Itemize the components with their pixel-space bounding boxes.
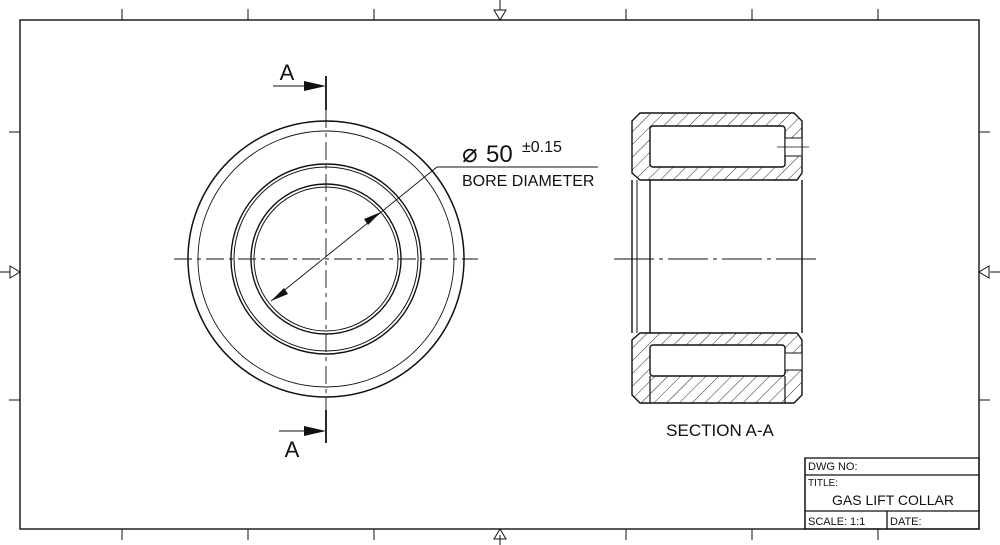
section-view: SECTION A-A <box>614 112 818 440</box>
front-view <box>174 78 478 440</box>
diameter-label: BORE DIAMETER <box>462 173 594 190</box>
dwg-no-label: DWG NO: <box>808 461 858 473</box>
bottom-cavity <box>649 344 786 377</box>
top-cavity <box>649 125 786 168</box>
section-marker-top: A <box>280 60 295 85</box>
bore-diameter-dimension: ⌀ 50 ±0.15 BORE DIAMETER <box>270 138 598 302</box>
title-value: GAS LIFT COLLAR <box>832 492 954 508</box>
title-label: TITLE: <box>808 478 838 489</box>
diameter-symbol: ⌀ <box>462 138 478 168</box>
section-cut-markers: A A <box>273 60 327 462</box>
title-block <box>804 457 980 530</box>
section-label: SECTION A-A <box>666 421 774 440</box>
diameter-tolerance: ±0.15 <box>522 139 562 156</box>
date-label: DATE: <box>890 516 922 528</box>
scale-value: 1:1 <box>850 516 865 528</box>
diameter-value: 50 <box>486 141 513 168</box>
section-marker-bottom: A <box>285 437 300 462</box>
scale-label: SCALE: <box>808 516 847 528</box>
